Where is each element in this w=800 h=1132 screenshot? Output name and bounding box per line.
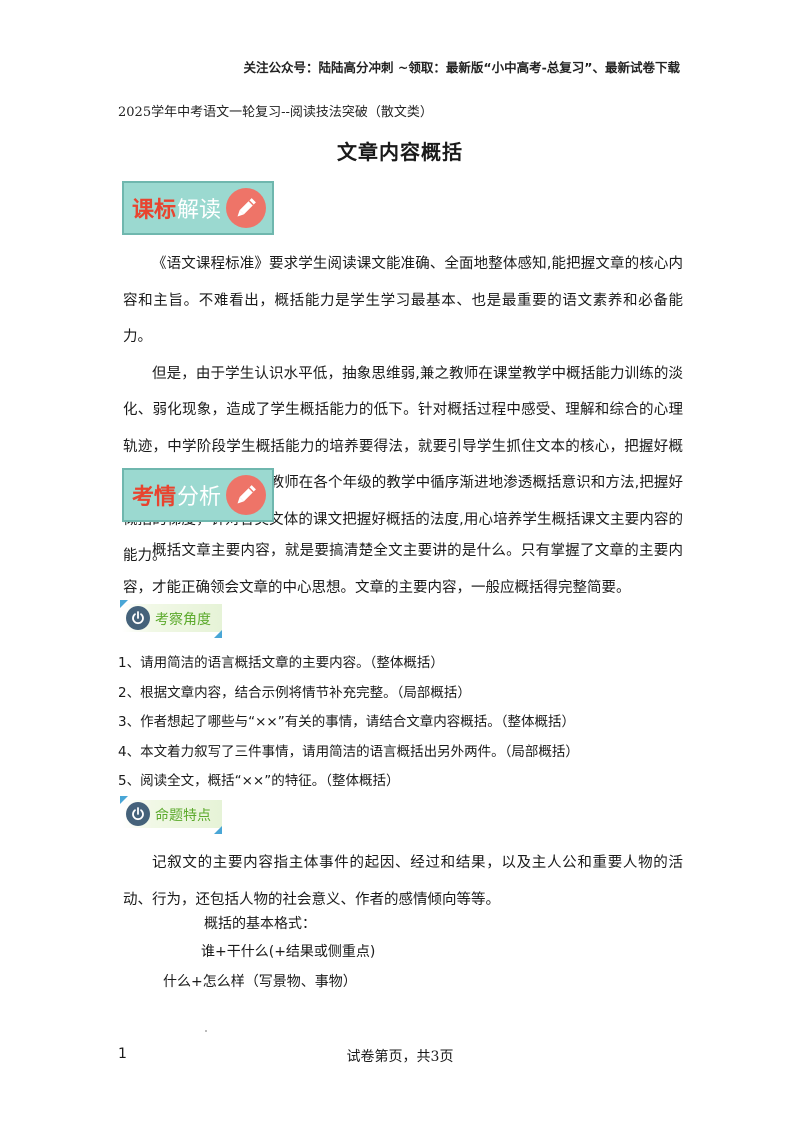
- corner-mark: [214, 826, 222, 834]
- corner-mark: [214, 630, 222, 638]
- analysis-badge: 考情 分析: [122, 468, 274, 522]
- power-icon: [126, 802, 150, 826]
- pencil-icon: [226, 475, 266, 515]
- list-item: 3、作者想起了哪些与“××”有关的事情，请结合文章内容概括。（整体概括）: [118, 714, 575, 730]
- list-item: 5、阅读全文，概括“××”的特征。（整体概括）: [118, 773, 400, 789]
- series-title: 2025学年中考语文一轮复习--阅读技法突破（散文类）: [118, 105, 433, 120]
- page-title: 文章内容概括: [337, 140, 463, 164]
- list-item: 2、根据文章内容，结合示例将情节补充完整。（局部概括）: [118, 684, 471, 701]
- curriculum-text: 《语文课程标准》要求学生阅读课文能准确、全面地整体感知,能把握文章的核心内容和主…: [123, 246, 683, 575]
- curriculum-paragraph-1: 《语文课程标准》要求学生阅读课文能准确、全面地整体感知,能把握文章的核心内容和主…: [123, 256, 683, 345]
- analysis-paragraph: 概括文章主要内容，就是要搞清楚全文主要讲的是什么。只有掌握了文章的主要内容，才能…: [123, 543, 683, 596]
- features-paragraph: 记叙文的主要内容指主体事件的起因、经过和结果，以及主人公和重要人物的活动、行为，…: [123, 855, 683, 908]
- pencil-icon: [226, 188, 266, 228]
- exam-angle-list: 1、请用简洁的语言概括文章的主要内容。（整体概括） 2、根据文章内容，结合示例将…: [118, 649, 579, 797]
- power-icon: [126, 606, 150, 630]
- footer-page-text: 试卷第页，共3页: [346, 1049, 454, 1065]
- badge-word-white: 分析: [177, 485, 222, 510]
- badge-word-white: 解读: [177, 198, 222, 223]
- exam-angle-label: 考察角度: [155, 612, 211, 628]
- corner-mark: [120, 600, 128, 608]
- format-title: 概括的基本格式：: [204, 916, 316, 932]
- speck: [205, 1030, 207, 1032]
- features-label: 命题特点: [155, 808, 211, 824]
- analysis-text: 概括文章主要内容，就是要搞清楚全文主要讲的是什么。只有掌握了文章的主要内容，才能…: [123, 533, 683, 606]
- features-header: 命题特点: [120, 796, 222, 834]
- format-line-2: 什么+怎么样（写景物、事物）: [163, 974, 357, 990]
- top-note: 关注公众号：陆陆高分冲刺 ~领取：最新版“小中高考-总复习”、最新试卷下载: [243, 60, 680, 75]
- format-line-1: 谁+干什么(+结果或侧重点): [201, 944, 376, 960]
- badge-word-red: 课标: [132, 198, 177, 223]
- list-item: 1、请用简洁的语言概括文章的主要内容。（整体概括）: [118, 655, 444, 671]
- badge-word-red: 考情: [132, 485, 177, 510]
- features-text: 记叙文的主要内容指主体事件的起因、经过和结果，以及主人公和重要人物的活动、行为，…: [123, 845, 683, 918]
- list-item: 4、本文着力叙写了三件事情，请用简洁的语言概括出另外两件。（局部概括）: [118, 743, 579, 760]
- corner-mark: [120, 796, 128, 804]
- curriculum-badge: 课标 解读: [122, 181, 274, 235]
- exam-angle-header: 考察角度: [120, 600, 222, 638]
- footer-page-number: 1: [118, 1046, 127, 1062]
